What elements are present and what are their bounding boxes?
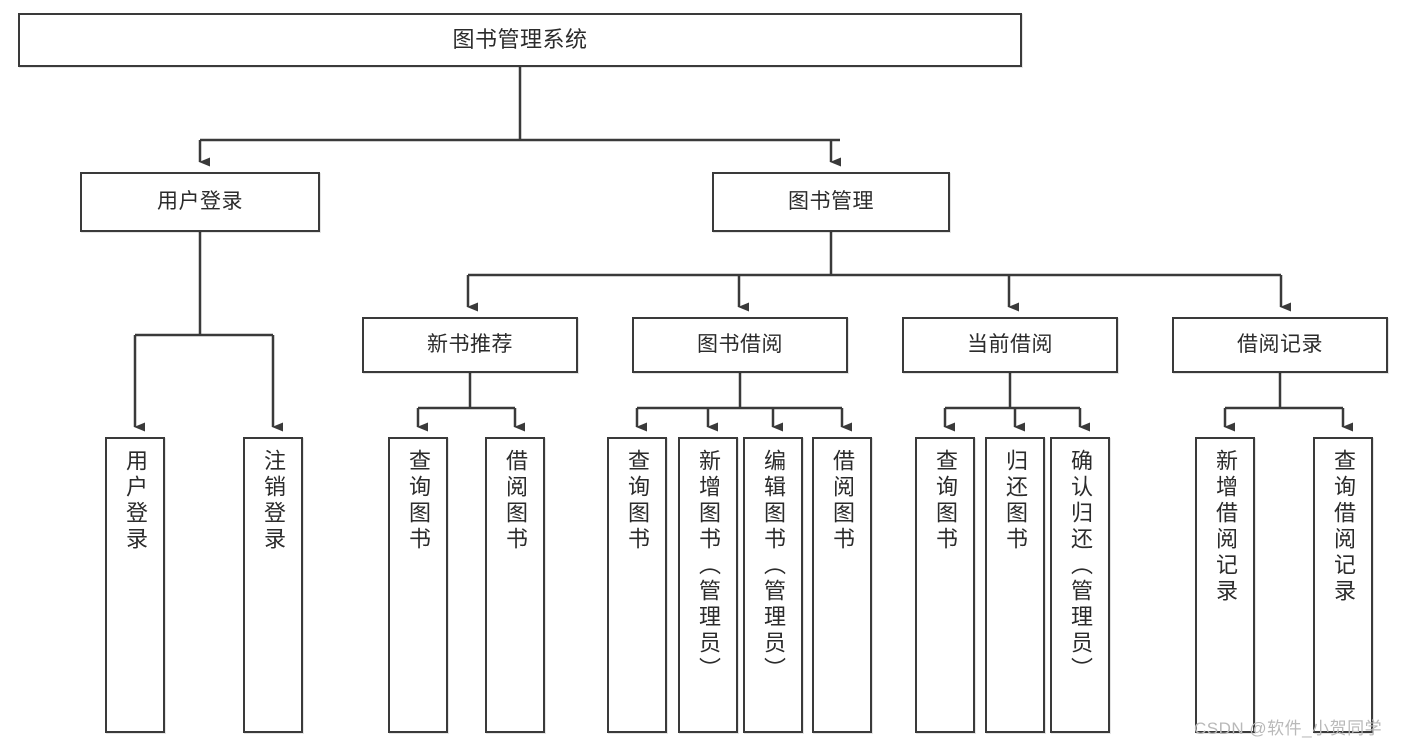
node-leaf-query-book-3[interactable]: 查询图书 — [915, 437, 975, 733]
node-leaf-return-book[interactable]: 归还图书 — [985, 437, 1045, 733]
node-borrow-record[interactable]: 借阅记录 — [1172, 317, 1388, 373]
node-user-login[interactable]: 用户登录 — [80, 172, 320, 232]
node-current-borrow-label: 当前借阅 — [967, 332, 1053, 356]
node-leaf-user-login-label: 用户登录 — [123, 449, 148, 553]
node-leaf-query-book-1[interactable]: 查询图书 — [388, 437, 448, 733]
node-leaf-logout-login-label: 注销登录 — [261, 449, 286, 553]
node-leaf-borrow-book-1[interactable]: 借阅图书 — [485, 437, 545, 733]
node-leaf-query-borrow-record-label: 查询借阅记录 — [1331, 449, 1356, 605]
node-leaf-add-book-admin[interactable]: 新增图书（管理员） — [678, 437, 738, 733]
node-new-book-recommend[interactable]: 新书推荐 — [362, 317, 578, 373]
node-leaf-edit-book-admin[interactable]: 编辑图书（管理员） — [743, 437, 803, 733]
node-leaf-add-borrow-record-label: 新增借阅记录 — [1213, 449, 1238, 605]
node-borrow-record-label: 借阅记录 — [1237, 332, 1323, 356]
node-book-manage[interactable]: 图书管理 — [712, 172, 950, 232]
node-root-label: 图书管理系统 — [452, 27, 588, 53]
node-leaf-edit-book-admin-label: 编辑图书（管理员） — [761, 449, 786, 683]
node-leaf-return-book-label: 归还图书 — [1003, 449, 1028, 553]
node-leaf-query-book-2[interactable]: 查询图书 — [607, 437, 667, 733]
node-book-borrow-label: 图书借阅 — [697, 332, 783, 356]
node-leaf-confirm-return-admin[interactable]: 确认归还（管理员） — [1050, 437, 1110, 733]
csdn-watermark: CSDN @软件_小贺同学 — [1194, 719, 1383, 738]
node-leaf-add-borrow-record[interactable]: 新增借阅记录 — [1195, 437, 1255, 733]
node-leaf-query-book-1-label: 查询图书 — [406, 449, 431, 553]
node-leaf-logout-login[interactable]: 注销登录 — [243, 437, 303, 733]
node-new-book-recommend-label: 新书推荐 — [427, 332, 513, 356]
node-leaf-add-book-admin-label: 新增图书（管理员） — [696, 449, 721, 683]
node-leaf-borrow-book-2-label: 借阅图书 — [830, 449, 855, 553]
node-leaf-user-login[interactable]: 用户登录 — [105, 437, 165, 733]
node-leaf-borrow-book-1-label: 借阅图书 — [503, 449, 528, 553]
node-user-login-label: 用户登录 — [157, 189, 243, 213]
node-leaf-query-book-3-label: 查询图书 — [933, 449, 958, 553]
node-leaf-borrow-book-2[interactable]: 借阅图书 — [812, 437, 872, 733]
node-book-borrow[interactable]: 图书借阅 — [632, 317, 848, 373]
node-leaf-confirm-return-admin-label: 确认归还（管理员） — [1068, 449, 1093, 683]
node-book-manage-label: 图书管理 — [788, 189, 874, 213]
node-current-borrow[interactable]: 当前借阅 — [902, 317, 1118, 373]
node-leaf-query-borrow-record[interactable]: 查询借阅记录 — [1313, 437, 1373, 733]
node-leaf-query-book-2-label: 查询图书 — [625, 449, 650, 553]
node-root[interactable]: 图书管理系统 — [18, 13, 1022, 67]
